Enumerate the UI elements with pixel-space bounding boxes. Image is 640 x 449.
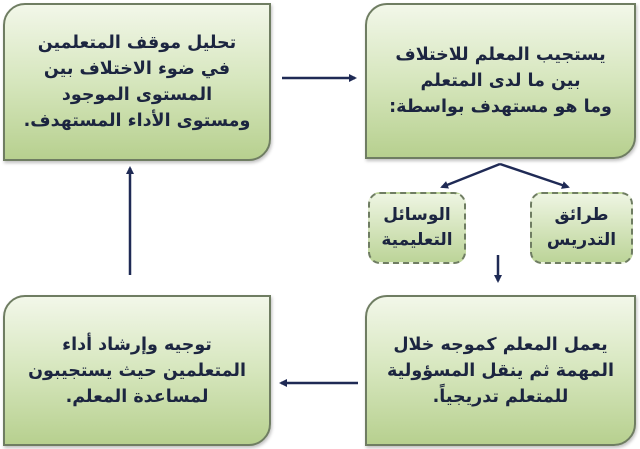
text-line: تحليل موقف المتعلمين xyxy=(37,33,237,53)
text-line: في ضوء الاختلاف بين xyxy=(43,59,231,79)
box-teacher-guides: يعمل المعلم كموجه خلال المهمة ثم ينقل ال… xyxy=(365,295,636,446)
text-line: ومستوى الأداء المستهدف. xyxy=(23,111,251,131)
text-line: للمتعلم تدريجياً. xyxy=(432,386,569,407)
box-teaching-methods: طرائق التدريس xyxy=(530,192,633,264)
text-line: المستوى الموجود xyxy=(61,85,213,105)
text-line: توجيه وإرشاد أداء xyxy=(62,334,212,355)
text-line: المهمة ثم ينقل المسؤولية xyxy=(387,360,614,381)
branch-arrow-right xyxy=(499,162,570,189)
box-teacher-responds: يستجيب المعلم للاختلاف بين ما لدى المتعل… xyxy=(365,3,636,159)
text-line: يعمل المعلم كموجه خلال xyxy=(393,334,608,355)
box-analyze-learners: تحليل موقف المتعلمين في ضوء الاختلاف بين… xyxy=(3,3,271,161)
box-direct-performance: توجيه وإرشاد أداء المتعلمين حيث يستجيبون… xyxy=(3,295,271,446)
text-line: لمساعدة المعلم. xyxy=(65,386,209,407)
text-line: يستجيب المعلم للاختلاف xyxy=(395,45,606,65)
text-line: وما هو مستهدف بواسطة: xyxy=(389,97,612,117)
text-line: التعليمية xyxy=(381,230,453,250)
text-line: التدريس xyxy=(546,230,617,250)
text-line: الوسائل xyxy=(383,205,451,225)
box-educational-media: الوسائل التعليمية xyxy=(368,192,466,264)
branch-arrow-left xyxy=(440,162,501,189)
text-line: بين ما لدى المتعلم xyxy=(420,71,581,91)
text-line: المتعلمين حيث يستجيبون xyxy=(28,360,246,381)
text-line: طرائق xyxy=(554,205,609,225)
